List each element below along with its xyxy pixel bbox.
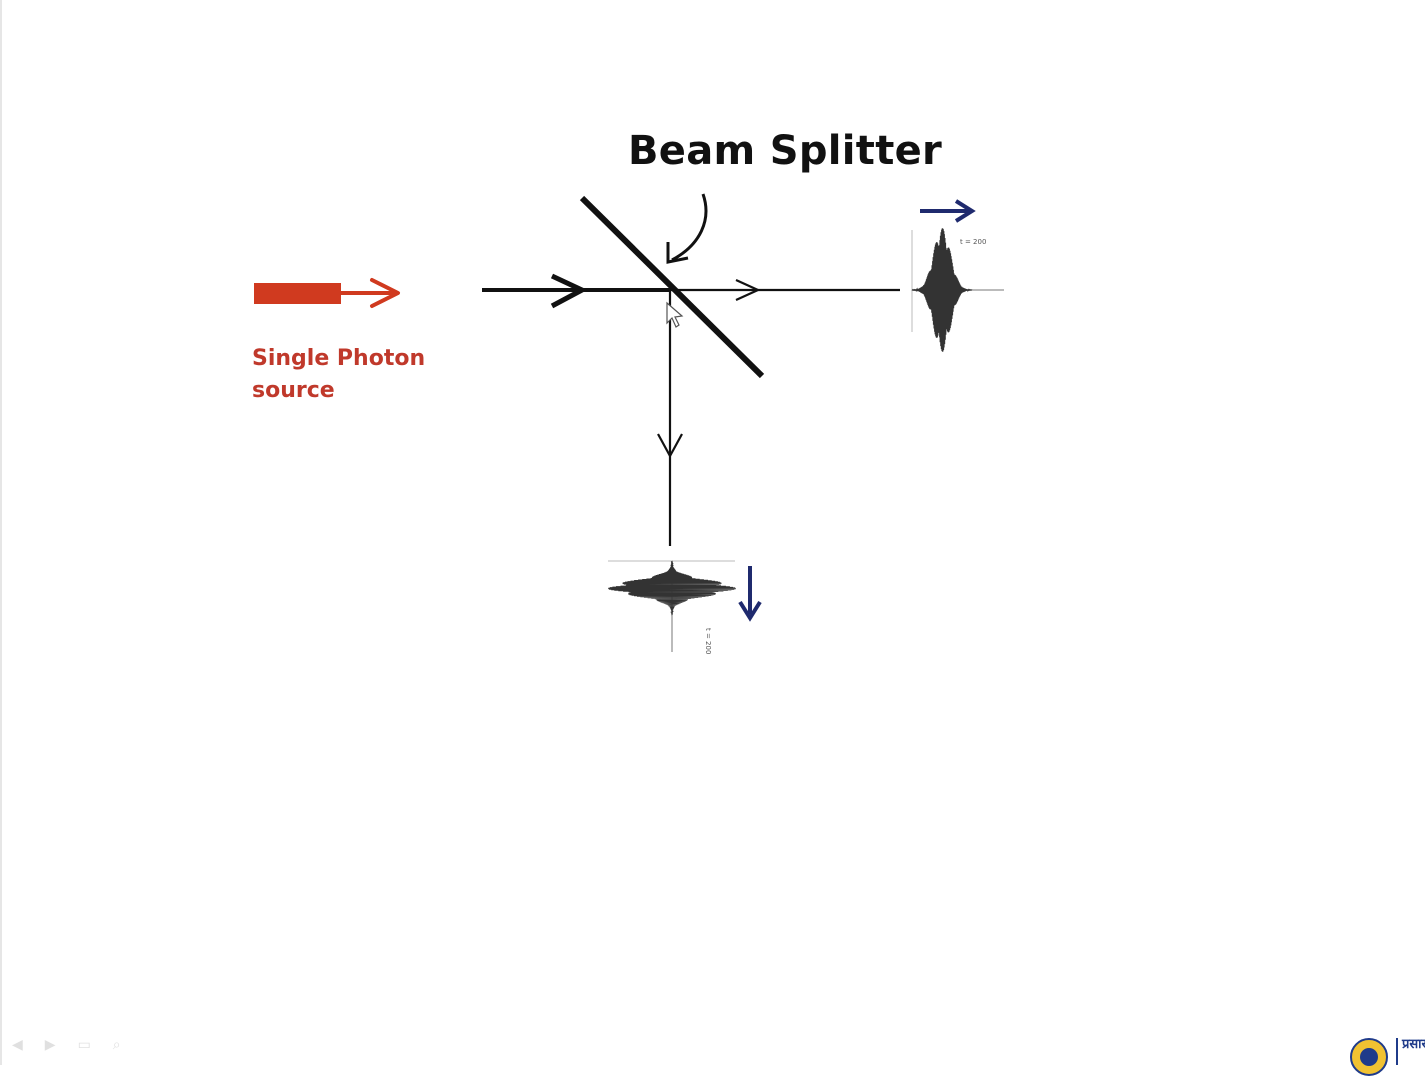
right-wave-packet — [911, 228, 973, 352]
prev-button[interactable]: ◀ — [12, 1037, 23, 1053]
source-label-line2: source — [252, 378, 335, 403]
window-edge — [0, 0, 2, 1065]
title-pointer-head — [666, 242, 689, 264]
institute-logo-icon — [1350, 1038, 1388, 1076]
down-pulse-time-label: t = 200 — [704, 628, 712, 655]
slides-button[interactable]: ▭ — [77, 1037, 91, 1053]
logo-text: प्रसार — [1396, 1038, 1425, 1065]
right-pulse-time-label: t = 200 — [960, 238, 987, 246]
source-arrow-head — [370, 278, 400, 308]
source-label: Single Photon source — [252, 343, 425, 407]
pointer-cursor-icon — [666, 301, 684, 328]
title-pointer-curve — [671, 193, 708, 262]
transmitted-beam-arrow — [735, 278, 761, 302]
source-label-line1: Single Photon — [252, 346, 426, 371]
zoom-button[interactable]: ⌕ — [112, 1037, 121, 1053]
incoming-beam-arrow — [550, 273, 588, 309]
diagram-title: Beam Splitter — [628, 128, 943, 174]
down-direction-arrow-head — [738, 600, 762, 622]
reflected-beam-arrow — [657, 433, 683, 459]
down-wave-packet — [608, 560, 736, 616]
beam-splitter-plate — [579, 195, 765, 379]
right-direction-arrow-head — [954, 199, 976, 223]
photon-source-block — [254, 283, 341, 304]
next-button[interactable]: ▶ — [44, 1037, 56, 1053]
player-toolbar: ◀ ▶ ▭ ⌕ — [12, 1037, 121, 1053]
